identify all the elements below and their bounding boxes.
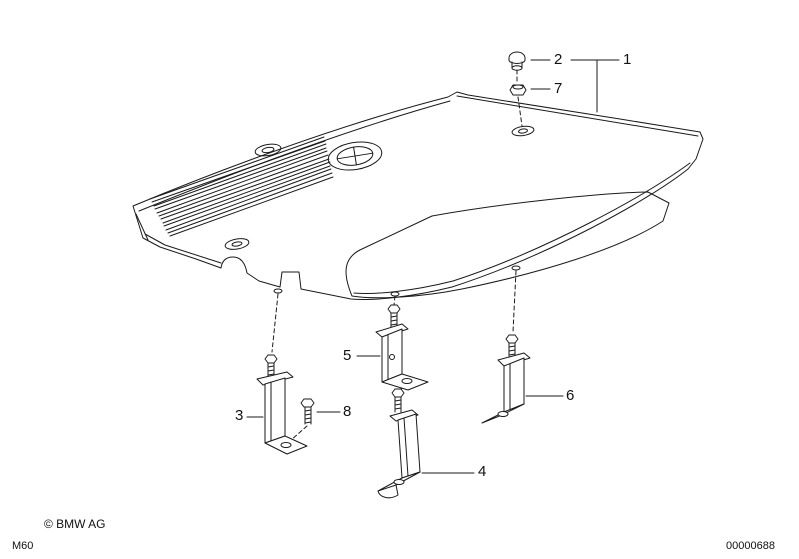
bracket6-bolt — [505, 334, 519, 357]
bracket-part-6 — [481, 334, 531, 424]
bolt-part-8 — [300, 398, 315, 425]
part-label-4[interactable]: 4 — [478, 463, 487, 480]
cover-screw-bosses — [224, 125, 535, 297]
bmw-roundel — [327, 141, 383, 171]
bracket-part-4 — [377, 388, 421, 499]
bracket5-bolt — [387, 304, 401, 328]
cover-outline — [132, 91, 704, 300]
part-label-1[interactable]: 1 — [623, 51, 632, 68]
bracket3-bolt — [264, 354, 278, 378]
cover-right-edge-fold — [456, 95, 699, 137]
model-code-text: M60 — [12, 540, 34, 552]
copyright-text: © BMW AG — [44, 517, 106, 531]
diagram-number-text: 00000688 — [726, 540, 775, 552]
cover-center-plateau — [345, 191, 670, 299]
bracket-part-5 — [375, 304, 429, 391]
cap-part-2 — [508, 51, 526, 71]
dash-nut-to-cover — [517, 96, 523, 127]
dash-cover-to-bracket3 — [271, 293, 279, 353]
engine-cover — [132, 91, 704, 300]
cover-rib-lines — [149, 136, 334, 237]
dash-bolt8-to-foot — [289, 425, 308, 442]
cover-left-bottom-fold — [144, 233, 222, 264]
cover-left-tip-fold — [135, 213, 149, 241]
cover-bottom-fold — [353, 162, 691, 294]
part-label-5[interactable]: 5 — [343, 347, 352, 364]
part-label-8[interactable]: 8 — [343, 403, 352, 420]
bracket-part-3 — [256, 354, 308, 455]
part-label-7[interactable]: 7 — [554, 80, 563, 97]
part-label-3[interactable]: 3 — [235, 407, 244, 424]
part-label-6[interactable]: 6 — [566, 387, 575, 404]
part-label-2[interactable]: 2 — [554, 51, 563, 68]
dash-cover-to-bracket6 — [512, 270, 517, 333]
leader-lines — [246, 59, 620, 474]
bracket4-bolt — [391, 388, 405, 413]
nut-part-7 — [509, 84, 527, 96]
